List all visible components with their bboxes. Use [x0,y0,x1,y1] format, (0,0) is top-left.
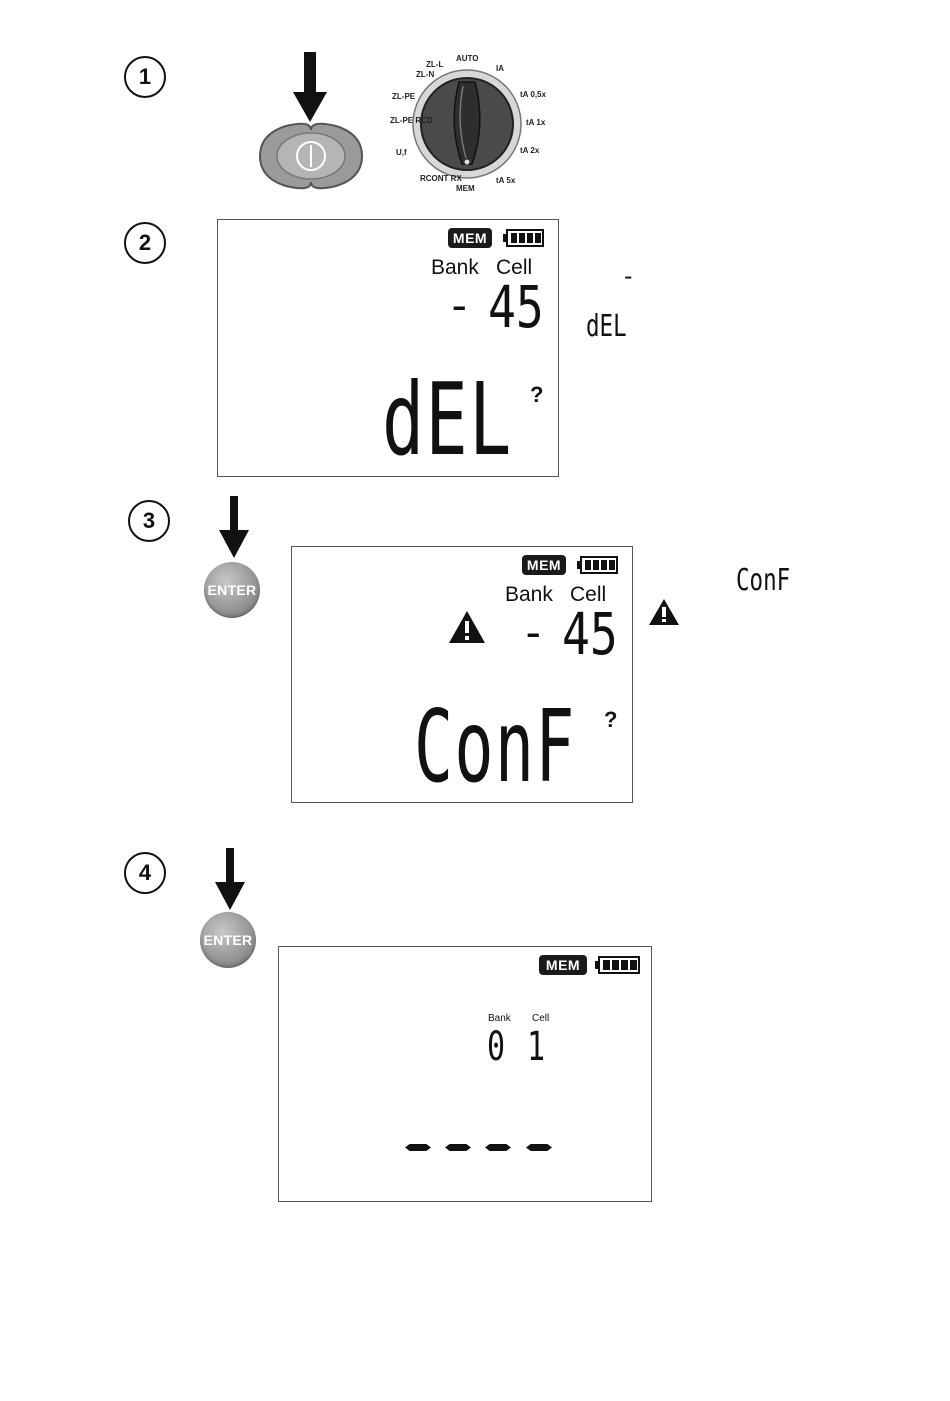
bank-label: Bank [505,583,553,607]
dial-label-ta-1x: tA 1x [526,118,545,127]
arrow-down-icon [216,496,252,560]
lcd-display-step-3: MEM Bank Cell - 45 ConF ? [291,546,633,803]
dial-label-ia: IA [496,64,504,73]
dial-label-ta-2x: tA 2x [520,146,539,155]
arrow-down-icon [212,848,248,912]
mem-indicator: MEM [448,228,492,248]
dial-label-rcont: RCONT RX [420,174,462,183]
main-message: dEL [382,370,513,470]
warning-icon [448,609,486,645]
dial-label-zlpe: ZL-PE [392,92,415,101]
cell-label: Cell [532,1013,549,1024]
lcd-display-step-2: MEM Bank Cell - 45 dEL ? [217,219,559,477]
cell-value: 1 [527,1027,545,1067]
step-3-number: 3 [128,500,170,542]
rotary-dial[interactable]: AUTO ZL-L ZL-N ZL-PE ZL-PE RCD U,f RCONT… [388,54,548,194]
lcd-display-step-4: MEM Bank Cell 0 1 [278,946,652,1202]
bank-value: - [520,611,547,655]
battery-icon [503,228,545,248]
side-conf-symbol: ConF [736,566,790,596]
step-1-number: 1 [124,56,166,98]
bank-value: - [446,284,473,328]
dial-label-uf: U,f [396,148,407,157]
dial-label-zlpe-rcd: ZL-PE RCD [390,116,433,125]
cell-value: 45 [562,605,618,663]
enter-button[interactable]: ENTER [204,562,260,618]
battery-icon [577,555,619,575]
dash-segment-4 [526,1144,552,1151]
mem-indicator: MEM [522,555,566,575]
dash-segment-1 [405,1144,431,1151]
dial-label-auto: AUTO [456,54,479,63]
cell-value: 45 [488,278,544,336]
side-warning-icon [648,598,680,626]
dial-label-mem: MEM [456,184,475,193]
step-4-number: 4 [124,852,166,894]
power-button[interactable] [256,120,366,192]
dial-label-zll: ZL-L [426,60,443,69]
enter-button[interactable]: ENTER [200,912,256,968]
question-mark: ? [604,707,617,733]
dial-label-ta-05x: tA 0,5x [520,90,546,99]
dash-segment-3 [485,1144,511,1151]
bank-label: Bank [431,256,479,280]
dial-label-zln: ZL-N [416,70,434,79]
side-dash-symbol: - [621,264,635,288]
bank-value: 0 [487,1027,505,1067]
dial-label-ta-5x: tA 5x [496,176,515,185]
dash-segment-2 [445,1144,471,1151]
question-mark: ? [530,382,543,408]
bank-label: Bank [488,1013,511,1024]
mem-indicator: MEM [539,955,587,975]
arrow-down-icon [292,52,328,124]
battery-icon [595,955,641,975]
main-message: ConF [414,697,576,797]
power-button-icon [256,120,366,192]
step-2-number: 2 [124,222,166,264]
side-del-symbol: dEL [586,312,627,342]
